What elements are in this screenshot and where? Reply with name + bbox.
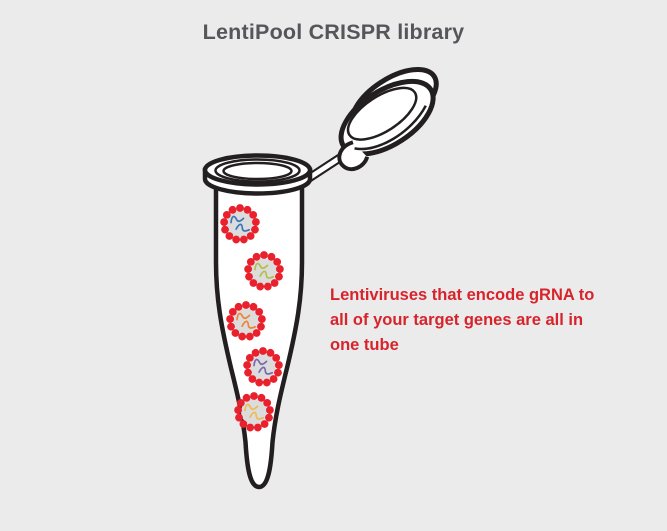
envelope-protein-dot [221, 225, 229, 234]
grna-squiggle [241, 320, 257, 329]
envelope-protein-dot [234, 406, 243, 414]
annotation-text: Lentiviruses that encode gRNA to all of … [330, 283, 630, 358]
grna-squiggle [236, 312, 251, 321]
envelope-protein-dot [246, 232, 255, 240]
envelope-protein-dot [238, 332, 247, 341]
particles-layer [220, 204, 284, 432]
grna-squiggle [235, 223, 251, 232]
envelope-protein-dot [251, 348, 260, 357]
envelope-protein-dot [231, 329, 240, 337]
envelope-protein-dot [227, 322, 235, 331]
envelope-protein-dot [275, 272, 283, 281]
tube-lid [337, 67, 439, 172]
envelope-protein-dot [246, 258, 255, 266]
annotation-line-1: Lentiviruses that encode gRNA to [330, 286, 595, 304]
envelope-protein-dot [235, 413, 243, 422]
lid-inner-recess [346, 86, 418, 141]
envelope-protein-dot [272, 354, 281, 362]
envelope-protein-dot [236, 204, 244, 212]
lid-hinge-tab [337, 140, 370, 172]
envelope-protein-dot [265, 413, 273, 422]
envelope-protein-dot [249, 302, 258, 311]
envelope-protein-dot [265, 406, 274, 414]
annotation-line-2: all of your target genes are all in [330, 311, 584, 329]
envelope-protein-dot [269, 375, 278, 383]
envelope-protein-dot [273, 258, 282, 266]
envelope-protein-dot [245, 272, 253, 281]
grna-squiggle [249, 411, 265, 420]
annotation-line-3: one tube [330, 336, 399, 354]
envelope-protein-dot [251, 225, 259, 234]
envelope-protein-dot [222, 211, 231, 219]
envelope-protein-dot [245, 354, 254, 362]
envelope-protein-dot [263, 282, 272, 291]
envelope-protein-dot [250, 392, 258, 400]
virus-particle-5 [234, 392, 274, 432]
envelope-protein-dot [256, 282, 265, 291]
envelope-protein-dot [246, 423, 255, 432]
envelope-protein-dot [248, 375, 257, 383]
envelope-protein-dot [253, 423, 262, 432]
grna-squiggle [253, 358, 268, 367]
envelope-protein-dot [255, 378, 264, 387]
envelope-protein-dot [257, 393, 266, 402]
tube-opening-lip [222, 161, 293, 181]
envelope-protein-dot [257, 315, 266, 323]
envelope-protein-dot [257, 322, 265, 331]
virus-particle-2 [244, 251, 284, 291]
envelope-protein-dot [226, 315, 235, 323]
envelope-protein-dot [242, 393, 251, 402]
envelope-protein-dot [244, 265, 253, 273]
envelope-protein-dot [242, 301, 250, 309]
grna-squiggle [259, 270, 275, 279]
tube-body [213, 183, 305, 490]
envelope-protein-dot [239, 235, 248, 244]
envelope-protein-dot [274, 368, 282, 377]
envelope-protein-dot [275, 265, 284, 273]
envelope-protein-dot [270, 279, 279, 287]
envelope-protein-dot [260, 251, 268, 259]
envelope-protein-dot [267, 252, 276, 261]
envelope-protein-dot [234, 302, 243, 311]
envelope-protein-dot [228, 308, 237, 316]
envelope-protein-dot [249, 211, 258, 219]
envelope-protein-dot [225, 232, 234, 240]
grna-squiggle [244, 403, 259, 412]
envelope-protein-dot [232, 235, 241, 244]
envelope-protein-dot [260, 420, 269, 428]
envelope-protein-dot [252, 252, 261, 261]
envelope-protein-dot [243, 205, 252, 214]
grna-squiggle [254, 262, 269, 271]
envelope-protein-dot [266, 348, 275, 357]
envelope-protein-dot [259, 347, 267, 355]
envelope-protein-dot [244, 368, 252, 377]
envelope-protein-dot [236, 399, 245, 407]
envelope-protein-dot [228, 205, 237, 214]
lid-inner-line [354, 105, 427, 151]
envelope-protein-dot [243, 361, 252, 369]
virus-particle-1 [220, 204, 260, 244]
virus-particle-3 [226, 301, 266, 341]
virus-particle-4 [243, 347, 283, 387]
envelope-protein-dot [255, 308, 264, 316]
grna-squiggle [258, 366, 274, 375]
envelope-protein-dot [220, 218, 229, 226]
envelope-protein-dot [274, 361, 283, 369]
envelope-protein-dot [245, 332, 254, 341]
envelope-protein-dot [249, 279, 258, 287]
envelope-protein-dot [251, 218, 260, 226]
envelope-protein-dot [263, 399, 272, 407]
envelope-protein-dot [262, 378, 271, 387]
page-title: LentiPool CRISPR library [202, 20, 465, 44]
envelope-protein-dot [252, 329, 261, 337]
tube-rim [202, 153, 313, 196]
grna-squiggle [230, 215, 245, 224]
envelope-protein-dot [239, 420, 248, 428]
